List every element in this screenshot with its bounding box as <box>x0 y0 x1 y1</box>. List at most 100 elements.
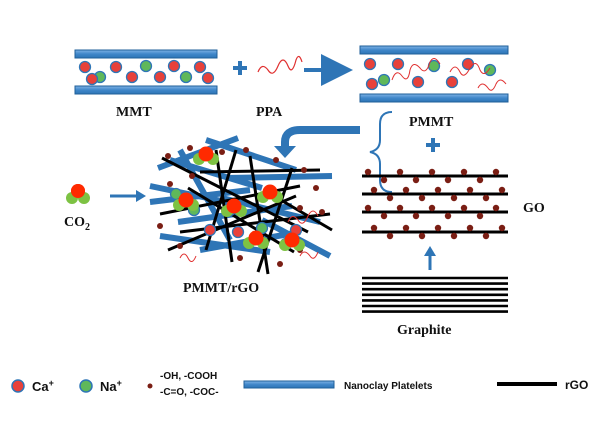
functional-group-dot <box>157 223 163 229</box>
ca-ion <box>203 223 217 237</box>
curved-arrow-icon <box>281 126 360 148</box>
functional-group-dot <box>301 167 307 173</box>
na-ion <box>139 59 153 73</box>
ca-ion <box>461 57 475 71</box>
functional-group-dot <box>313 185 319 191</box>
co2-carbon <box>178 192 194 208</box>
go-group-dot <box>370 186 378 194</box>
ca-ion <box>365 77 379 91</box>
plus-icon <box>426 138 440 152</box>
go-group-dot <box>428 168 436 176</box>
pmmt-label: PMMT <box>409 115 454 130</box>
go-stack <box>362 168 508 240</box>
clay-platelet <box>74 85 218 95</box>
go-group-dot <box>482 194 490 202</box>
go-group-dot <box>386 194 394 202</box>
polymer-chain <box>287 210 319 224</box>
go-group-dot <box>364 168 372 176</box>
functional-group-dot <box>237 255 243 261</box>
go-group-dot <box>418 194 426 202</box>
functional-group-dot <box>167 181 173 187</box>
ca-ion <box>109 60 123 74</box>
plus-icon <box>233 61 247 75</box>
ppa-polymer-chain <box>257 55 303 74</box>
go-group-dot <box>402 224 410 232</box>
go-group-dot <box>498 224 506 232</box>
go-group-dot <box>444 176 452 184</box>
go-group-dot <box>402 186 410 194</box>
rgo-sheet <box>199 168 321 174</box>
go-functional-groups <box>364 168 506 240</box>
clay-platelet <box>177 148 233 242</box>
legend-functional-group-icon <box>147 383 153 389</box>
ca-ion <box>363 57 377 71</box>
clay-platelet <box>205 137 297 173</box>
polymer-chain <box>391 58 441 81</box>
polymer-chain <box>449 63 491 76</box>
go-group-dot <box>412 176 420 184</box>
mmt-label: MMT <box>116 105 152 120</box>
legend-nanoclay-label: Nanoclay Platelets <box>344 381 433 392</box>
na-ion <box>483 63 497 77</box>
functional-group-dot <box>243 147 249 153</box>
go-group-dot <box>460 168 468 176</box>
pmmt-rgo-composite <box>149 135 333 275</box>
go-group-dot <box>476 176 484 184</box>
legend-ca-label: Ca+ <box>32 378 54 394</box>
ca-ion <box>445 75 459 89</box>
go-group-dot <box>444 212 452 220</box>
co2-carbon <box>284 232 300 248</box>
go-group-dot <box>370 224 378 232</box>
ca-ion <box>411 75 425 89</box>
polymer-chain <box>477 79 507 91</box>
ca-ion <box>193 60 207 74</box>
functional-group-dot <box>187 145 193 151</box>
ca-ion <box>153 70 167 84</box>
legend-na-label: Na+ <box>100 378 122 394</box>
arrow-head <box>274 146 296 158</box>
ca-ion <box>167 59 181 73</box>
go-group-dot <box>428 204 436 212</box>
rgo-sheet <box>273 194 333 232</box>
go-group-dot <box>450 194 458 202</box>
clay-platelet <box>359 45 509 55</box>
legend-rgo-icon <box>497 382 557 386</box>
graphite-stack <box>362 276 508 313</box>
clay-platelet <box>225 173 333 181</box>
go-group-dot <box>492 168 500 176</box>
go-group-dot <box>466 186 474 194</box>
pmmt-structure <box>359 45 509 103</box>
ca-ion <box>78 60 92 74</box>
go-group-dot <box>380 176 388 184</box>
co2-carbon <box>198 146 214 162</box>
functional-group-dot <box>319 209 325 215</box>
functional-group-dot <box>165 153 171 159</box>
functional-group-dot <box>177 243 183 249</box>
co2-carbon <box>248 230 264 246</box>
polymer-chain <box>179 253 197 262</box>
co2-label: CO2 <box>64 215 90 233</box>
clay-platelet <box>74 49 218 59</box>
go-group-dot <box>412 212 420 220</box>
arrow-head <box>136 190 146 202</box>
go-group-dot <box>498 186 506 194</box>
go-label: GO <box>523 201 545 216</box>
ca-ion <box>125 70 139 84</box>
go-group-dot <box>466 224 474 232</box>
pmmt-ions <box>363 57 497 91</box>
functional-group-dot <box>277 261 283 267</box>
pmmt-rgo-label: PMMT/rGO <box>183 281 259 296</box>
legend-na-icon <box>79 379 93 393</box>
go-group-dot <box>396 168 404 176</box>
go-group-dot <box>386 232 394 240</box>
go-group-dot <box>364 204 372 212</box>
legend: Ca+ Na+ -OH, -COOH -C=O, -COC- Nanoclay … <box>11 371 588 398</box>
legend-groups-line1: -OH, -COOH <box>160 371 217 382</box>
go-group-dot <box>460 204 468 212</box>
co2-molecule-icon <box>66 184 90 204</box>
rgo-sheet <box>187 186 295 254</box>
co2-carbon <box>226 198 242 214</box>
mmt-structure <box>74 49 218 95</box>
ca-ion <box>231 225 245 239</box>
ppa-label: PPA <box>256 105 283 120</box>
